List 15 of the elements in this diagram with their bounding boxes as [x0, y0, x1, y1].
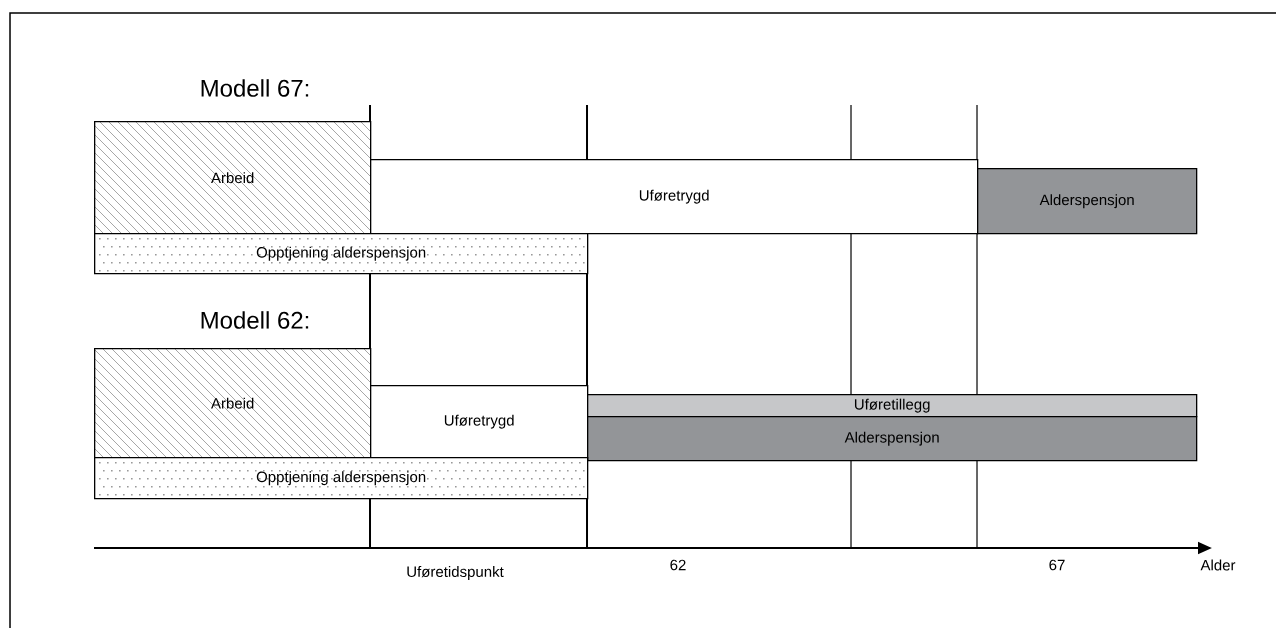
axis-label: Uføretidspunkt [407, 566, 504, 580]
modell-heading: Modell 62: [201, 311, 309, 329]
bar-box: Opptjening alderspensjon [94, 233, 589, 275]
bar-box: Opptjening alderspensjon [94, 457, 589, 500]
bar-box: Uføretillegg [587, 394, 1198, 418]
bar-box: Uføretrygd [370, 385, 589, 459]
bar-box: Arbeid [93, 347, 372, 459]
bar-box: Alderspensjon [977, 168, 1198, 235]
tick-label: 62 [670, 559, 686, 571]
node-label: Arbeid [211, 397, 254, 409]
bar-box: Alderspensjon [587, 416, 1198, 462]
tick-label: 67 [1049, 559, 1065, 571]
modell-heading: Modell 67: [201, 79, 309, 97]
axis-label: Alder [1200, 559, 1236, 571]
bar-box: Arbeid [93, 120, 372, 235]
